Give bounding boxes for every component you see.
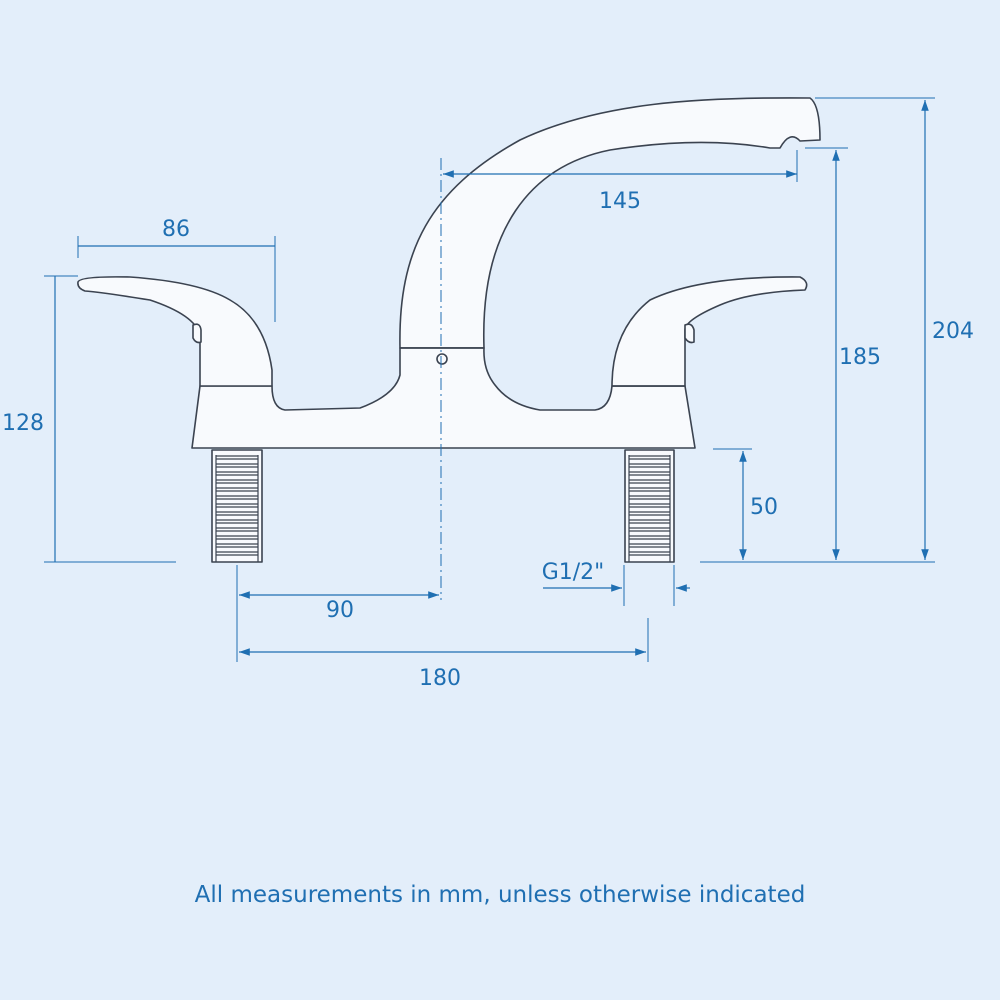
tap-body: [191, 347, 696, 449]
dim-label: 204: [932, 319, 974, 344]
aerator-screw: [436, 353, 448, 365]
dim-128: 128: [2, 275, 176, 563]
dim-label: 90: [326, 598, 354, 623]
left-handle-knob: [192, 323, 202, 344]
dim-90: 90: [236, 565, 439, 662]
dim-thread: G1/2": [542, 560, 690, 606]
dim-label: 128: [2, 411, 44, 436]
dim-145: 145: [443, 150, 798, 214]
left-handle: [77, 276, 273, 387]
dim-label: 145: [599, 189, 641, 214]
dim-86: 86: [77, 217, 276, 322]
dim-label: 180: [419, 666, 461, 691]
left-tail: [211, 449, 263, 563]
dim-50: 50: [713, 448, 778, 560]
spout: [399, 97, 821, 349]
right-handle-knob: [684, 323, 695, 344]
dim-label: 86: [162, 217, 190, 242]
right-tail: [624, 449, 675, 563]
right-handle: [611, 276, 808, 387]
dim-label: G1/2": [542, 560, 605, 585]
dim-185: 185: [805, 147, 881, 560]
dim-label: 185: [839, 345, 881, 370]
dim-label: 50: [750, 495, 778, 520]
tap-outline: [77, 97, 821, 563]
measurement-note: All measurements in mm, unless otherwise…: [194, 882, 806, 908]
dim-180: 180: [239, 618, 649, 691]
dim-204: 204: [700, 97, 974, 563]
